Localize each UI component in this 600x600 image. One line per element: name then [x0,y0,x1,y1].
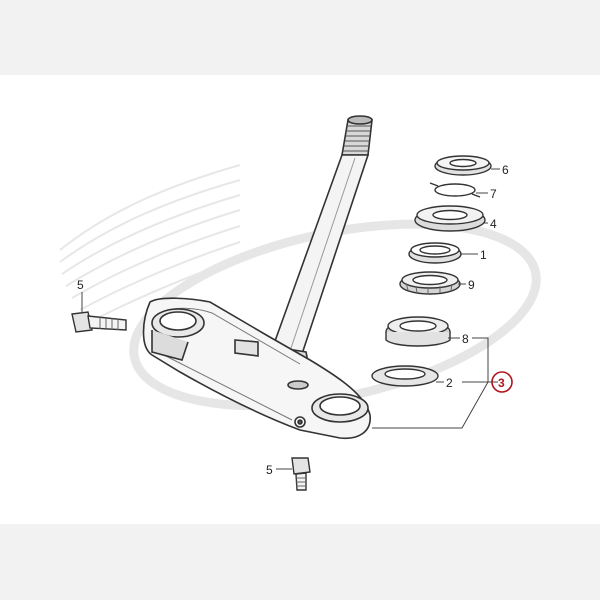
bolt-upper [71,311,127,333]
part-9-bearing [399,271,461,295]
callout-1: 1 [480,248,487,262]
exploded-parts-diagram: 6 7 4 1 9 8 2 5 5 3 [59,115,541,491]
bolt-lower [291,457,311,491]
callout-9: 9 [468,278,475,292]
callout-6: 6 [502,163,509,177]
part-4-dust-seal [414,205,486,232]
highlight-circle [491,371,513,393]
leader-lines [81,168,500,470]
callout-2: 2 [446,376,453,390]
callouts: 6 7 4 1 9 8 2 5 5 3 [77,163,513,477]
part-6-nut [434,155,492,176]
part-7-lock-washer [429,182,481,198]
callout-4: 4 [490,217,497,231]
steering-stem [142,115,373,440]
callout-8: 8 [462,332,469,346]
callout-3: 3 [498,376,505,390]
part-8-lower-bearing [385,316,451,347]
callout-7: 7 [490,187,497,201]
part-2-dust-seal [371,365,439,387]
callout-5-upper: 5 [77,278,84,292]
callout-3-highlighted[interactable]: 3 [491,371,513,393]
parts-diagram-stage: 6 7 4 1 9 8 2 5 5 3 [0,75,600,524]
callout-5-lower: 5 [266,463,273,477]
part-1-inner-race [408,242,462,264]
